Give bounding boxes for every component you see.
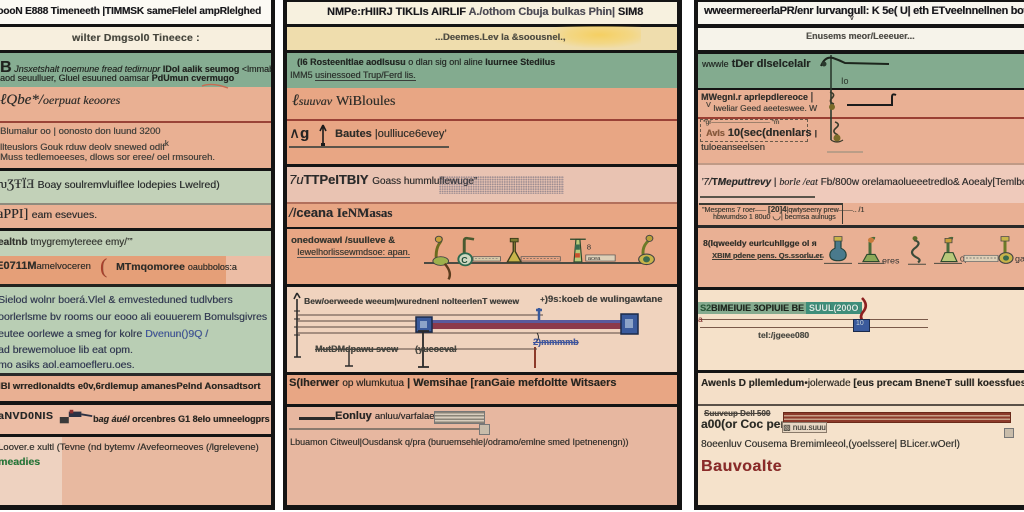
svg-text:ga: ga <box>1015 254 1024 263</box>
svg-text:Iο: Iο <box>841 76 849 86</box>
svg-text:C: C <box>461 255 467 264</box>
svg-text:acea: acea <box>588 256 602 262</box>
svg-text:8: 8 <box>587 243 591 251</box>
svg-text:eres: eres <box>882 256 899 265</box>
